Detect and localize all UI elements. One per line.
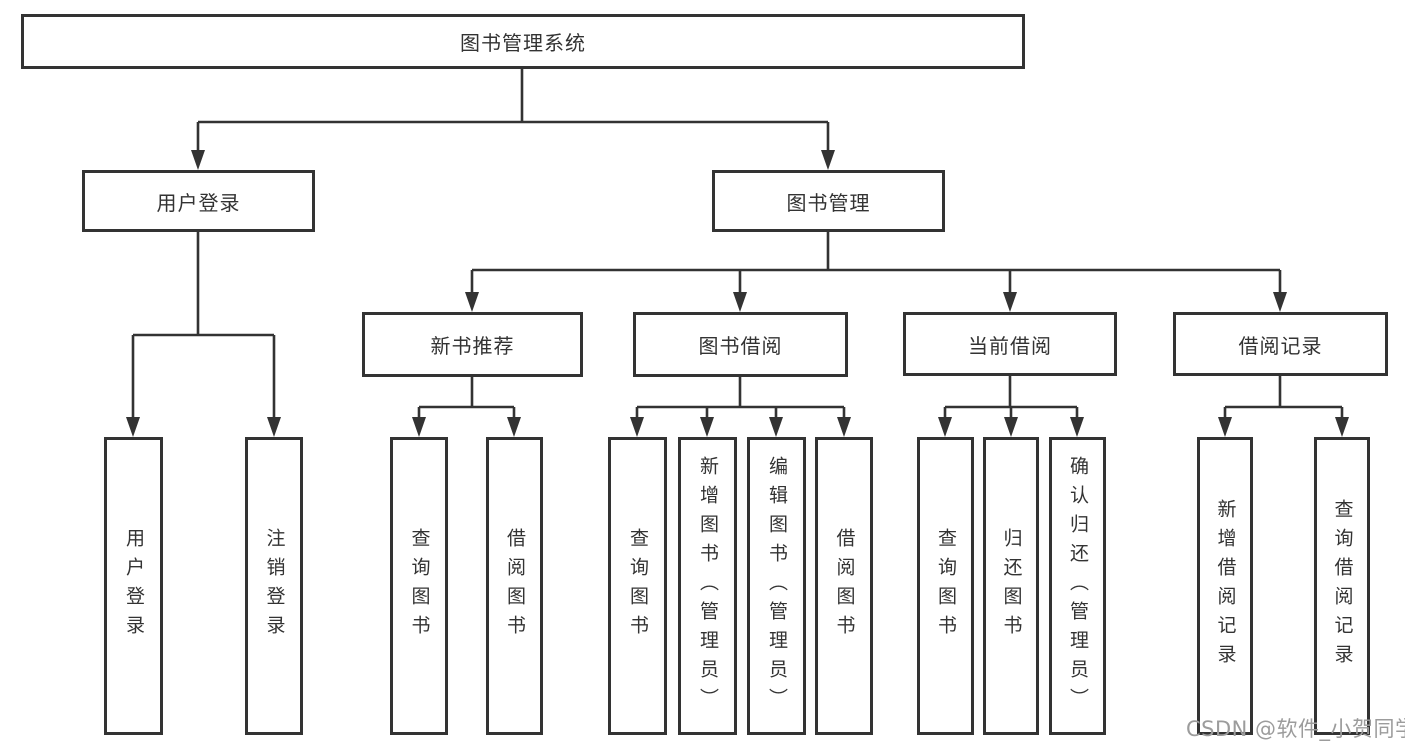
csdn-watermark: CSDN @软件_小贺同学: [1186, 717, 1405, 741]
leaf-query-books-recommend: 查询图书: [390, 437, 448, 735]
node-borrowing-records: 借阅记录: [1173, 312, 1388, 376]
node-book-borrowing: 图书借阅: [633, 312, 848, 377]
leaf-confirm-return-admin: 确认归还（管理员）: [1049, 437, 1106, 735]
node-user-login: 用户登录: [82, 170, 315, 232]
leaf-return-book: 归还图书: [983, 437, 1039, 735]
leaf-add-borrow-record: 新增借阅记录: [1197, 437, 1253, 735]
leaf-borrow-books-recommend: 借阅图书: [486, 437, 543, 735]
node-new-book-recommend: 新书推荐: [362, 312, 583, 377]
leaf-query-books-borrowing: 查询图书: [608, 437, 667, 735]
leaf-add-book-admin: 新增图书（管理员）: [678, 437, 737, 735]
leaf-edit-book-admin: 编辑图书（管理员）: [747, 437, 806, 735]
leaf-query-borrow-record: 查询借阅记录: [1314, 437, 1370, 735]
node-library-system: 图书管理系统: [21, 14, 1025, 69]
leaf-query-books-current: 查询图书: [917, 437, 974, 735]
node-book-management: 图书管理: [712, 170, 945, 232]
leaf-user-login: 用户登录: [104, 437, 163, 735]
leaf-logout: 注销登录: [245, 437, 303, 735]
node-current-borrowing: 当前借阅: [903, 312, 1117, 376]
arrowheads: [126, 150, 1349, 437]
leaf-borrow-books-borrowing: 借阅图书: [815, 437, 873, 735]
